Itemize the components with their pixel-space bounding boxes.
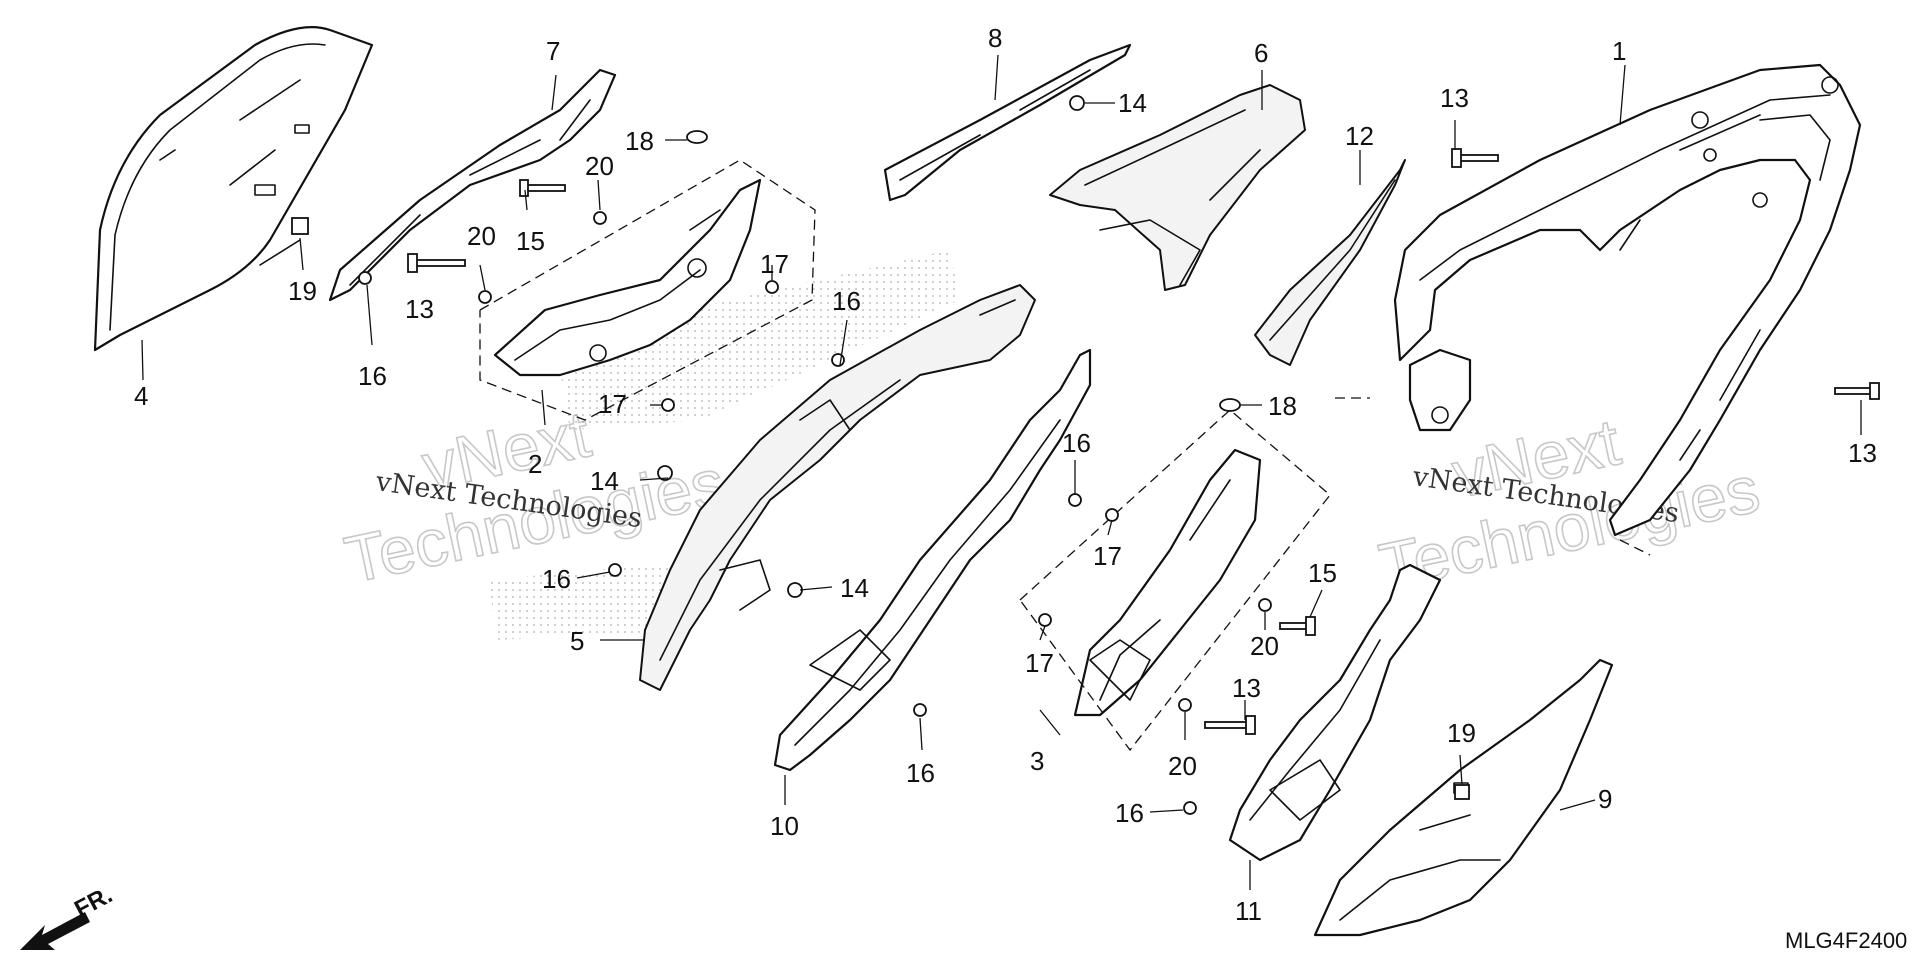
part-2-dashed-box	[479, 159, 816, 421]
part-5-lower-cover	[639, 284, 1036, 691]
halftone-area-lower	[490, 560, 700, 640]
callout-11: 11	[1235, 896, 1262, 926]
screw-16-lower-left	[608, 563, 622, 577]
callout-13-top-right: 13	[1440, 83, 1469, 113]
callout-5: 5	[570, 626, 584, 656]
bolt-13-lower-center	[1204, 715, 1256, 735]
callout-14-top: 14	[1118, 88, 1147, 118]
callout-20-upper-left: 20	[585, 151, 614, 181]
callout-16-lower-right: 16	[1115, 798, 1144, 828]
callout-20-right: 20	[1250, 631, 1279, 661]
callout-10: 10	[770, 811, 799, 841]
washer-20-lower-right	[1178, 698, 1192, 712]
callout-20-left: 20	[467, 221, 496, 251]
callout-16-left: 16	[358, 361, 387, 391]
grommet-18-left	[686, 130, 708, 144]
screw-16-center-right	[1068, 493, 1082, 507]
part-6-tail-cover	[1049, 84, 1306, 291]
callout-14-center: 14	[840, 573, 869, 603]
part-3-dashed-box	[1019, 409, 1331, 752]
washer-20-right	[1258, 598, 1272, 612]
part-1-grab-rail	[1393, 63, 1862, 537]
clip-19-right	[1454, 784, 1470, 800]
part-7-trim	[328, 68, 617, 302]
callout-18-left: 18	[625, 126, 654, 156]
callout-17-upper: 17	[760, 249, 789, 279]
nut-17-right-lower	[1038, 613, 1052, 627]
screw-16-upper-center	[831, 353, 845, 367]
callout-14-left: 14	[590, 466, 619, 496]
callout-numbers: 1 2 3 4 5 6 7 8 9 10 11 12 13 13 13 13 1…	[134, 23, 1877, 926]
callout-4: 4	[134, 381, 148, 411]
part-8-trim	[883, 43, 1132, 202]
screw-16-lower-center	[913, 703, 927, 717]
callout-1: 1	[1612, 36, 1626, 66]
nut-17-upper	[765, 280, 779, 294]
callout-7: 7	[546, 36, 560, 66]
part-10-trim	[773, 348, 1092, 772]
part-3-bracket	[1073, 448, 1262, 717]
front-direction-indicator: FR.	[20, 881, 117, 950]
bolt-13-left	[407, 253, 466, 273]
front-direction-arrow-icon	[20, 912, 90, 950]
callout-6: 6	[1254, 38, 1268, 68]
washer-20-upper-left	[593, 211, 607, 225]
screw-14-center	[787, 582, 803, 598]
callout-8: 8	[988, 23, 1002, 53]
callout-13-left: 13	[405, 294, 434, 324]
callout-19-right: 19	[1447, 718, 1476, 748]
callout-17-right-lower: 17	[1025, 648, 1054, 678]
callout-18-right: 18	[1268, 391, 1297, 421]
callout-16-lower-center: 16	[906, 758, 935, 788]
part-11-trim	[1228, 563, 1442, 862]
leader-lines	[141, 54, 1862, 890]
screw-14-top	[1069, 95, 1085, 111]
callout-15-right: 15	[1308, 558, 1337, 588]
bolt-15-left	[519, 179, 566, 197]
screw-14-left	[657, 465, 673, 481]
halftone-area-upper	[555, 250, 960, 430]
grommet-18-right	[1219, 398, 1241, 412]
part-2-bracket	[493, 178, 762, 377]
nut-17-lower	[661, 398, 675, 412]
callout-16-upper-center: 16	[832, 286, 861, 316]
bolt-13-top-right	[1451, 148, 1499, 168]
callout-12: 12	[1345, 121, 1374, 151]
callout-13-lower-center: 13	[1232, 673, 1261, 703]
callout-17-lower: 17	[598, 389, 627, 419]
bolt-15-right	[1279, 616, 1316, 636]
callout-13-far-right: 13	[1848, 438, 1877, 468]
callout-16-lower-left: 16	[542, 564, 571, 594]
nut-17-right-upper	[1105, 508, 1119, 522]
callout-15-left: 15	[516, 226, 545, 256]
callout-19-left: 19	[288, 276, 317, 306]
callout-3: 3	[1030, 746, 1044, 776]
screw-16-left	[358, 271, 372, 285]
clip-19-left	[291, 217, 309, 235]
callout-2: 2	[528, 449, 542, 479]
screw-16-lower-right	[1183, 801, 1197, 815]
callout-20-lower-right: 20	[1168, 751, 1197, 781]
washer-20-left	[478, 290, 492, 304]
diagram-code: MLG4F2400	[1785, 928, 1907, 953]
callout-9: 9	[1598, 784, 1612, 814]
callout-17-right-upper: 17	[1093, 541, 1122, 571]
part-4-side-cover	[93, 26, 374, 352]
part-12-panel	[1254, 159, 1406, 366]
bolt-13-far-right	[1834, 382, 1880, 400]
callout-16-center-right: 16	[1062, 428, 1091, 458]
